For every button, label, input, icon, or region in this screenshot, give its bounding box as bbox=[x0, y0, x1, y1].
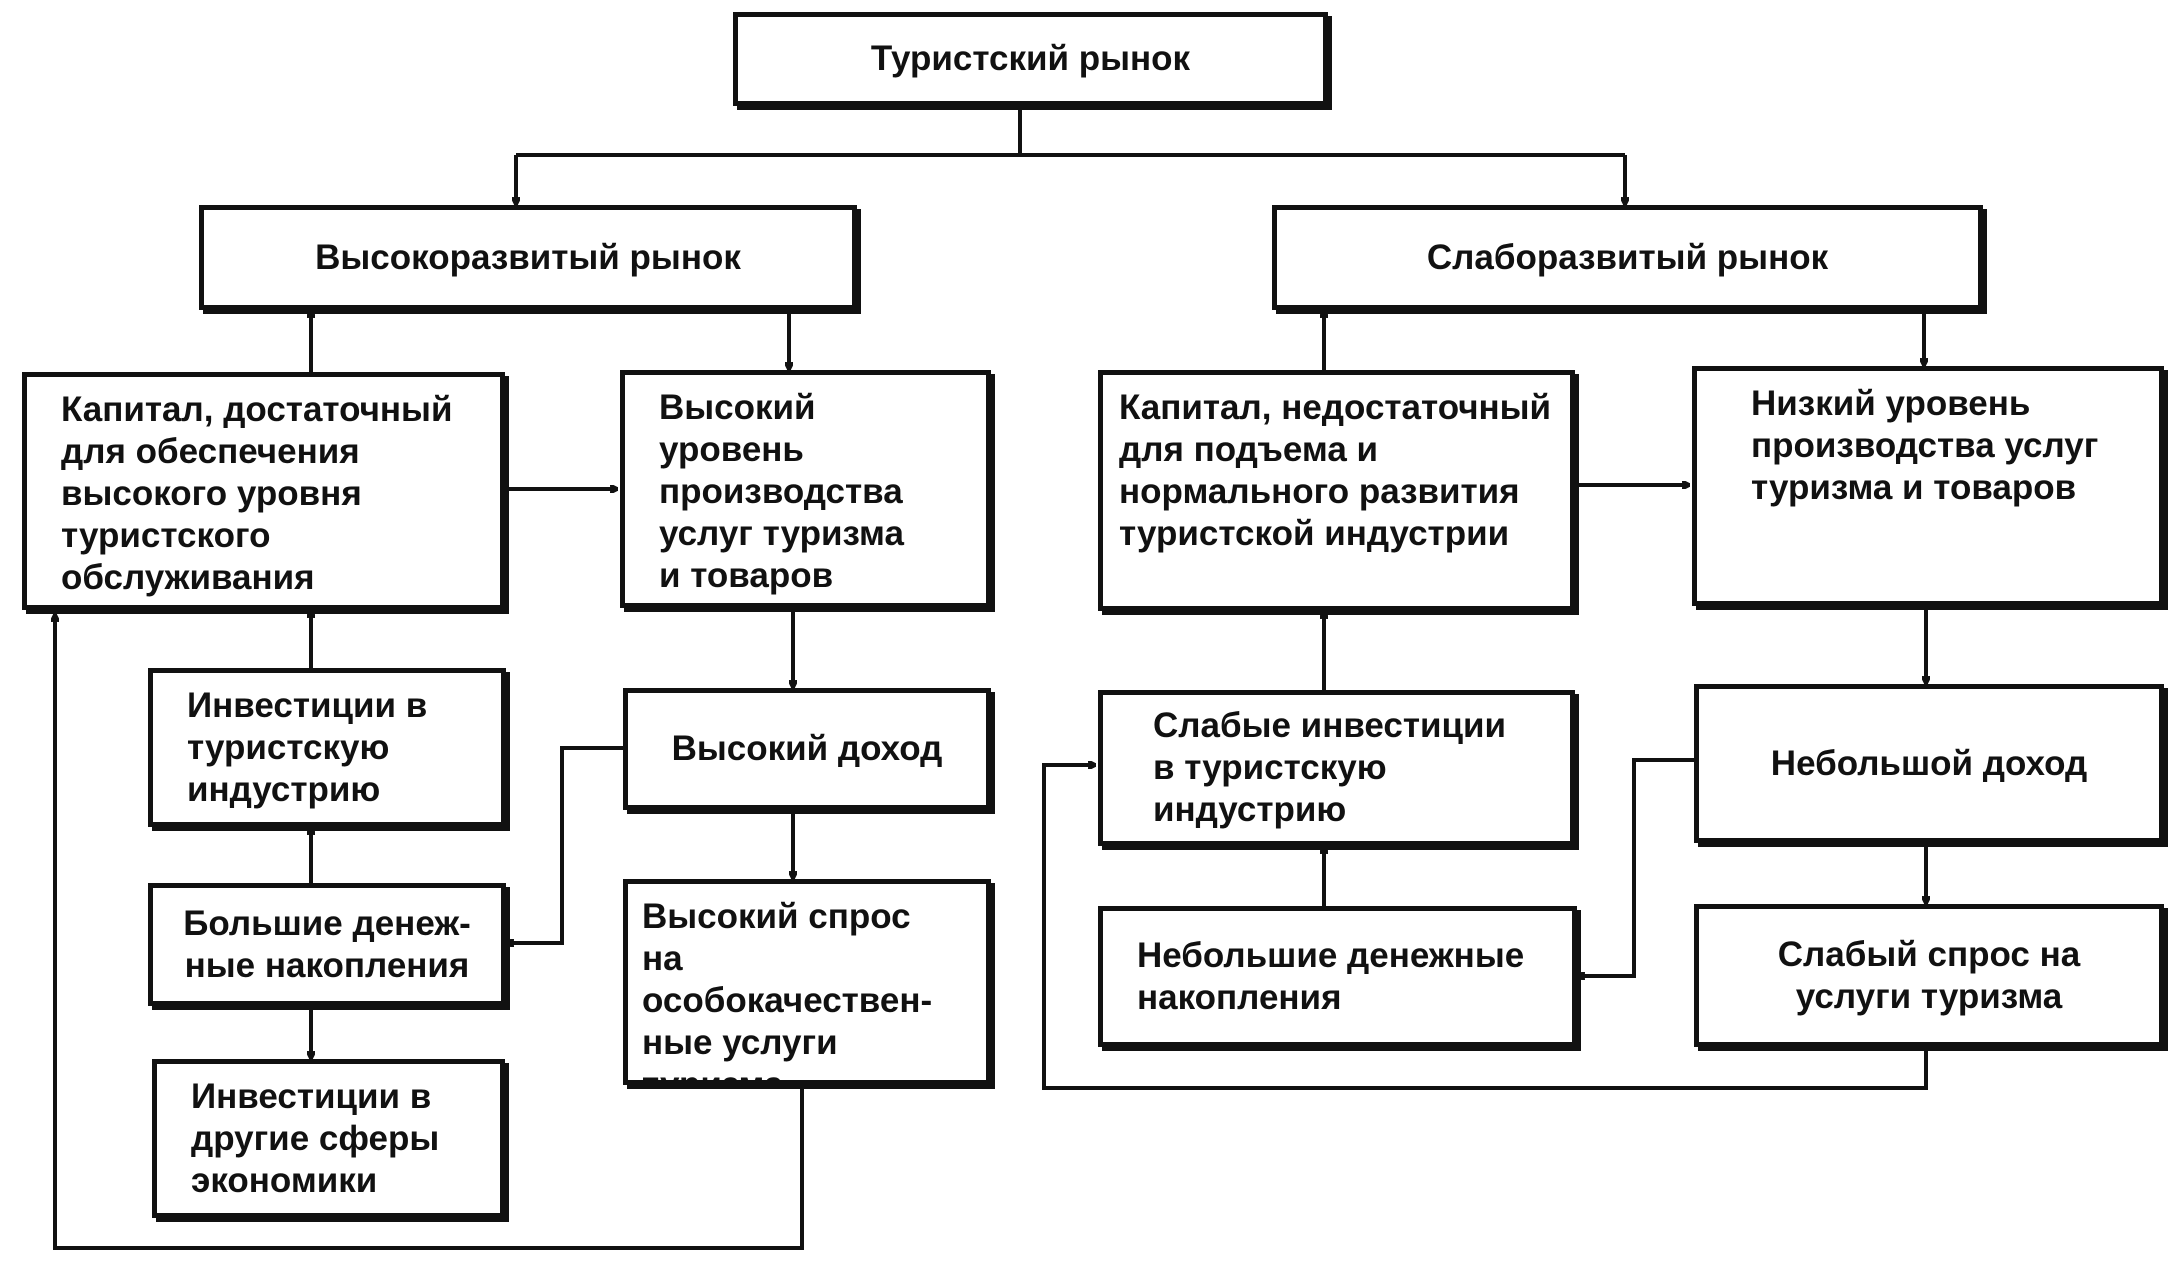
high-production-node: Высокий уровень производства услуг туриз… bbox=[620, 370, 991, 608]
high-income-node: Высокий доход bbox=[623, 688, 991, 810]
arrow-high-demand-loop-to-capital bbox=[55, 614, 804, 1250]
low-capital-node: Капитал, недостаточный для подъема и нор… bbox=[1098, 370, 1575, 611]
connector-root-split bbox=[516, 106, 1625, 157]
high-other-investments-node: Инвестиции в другие сферы экономики bbox=[152, 1059, 505, 1218]
low-market-node: Слаборазвитый рынок bbox=[1272, 205, 1983, 310]
high-savings-node: Большие денеж- ные накопления bbox=[148, 883, 506, 1006]
low-investments-node: Слабые инвестиции в туристскую индустрию bbox=[1098, 690, 1575, 846]
root-node: Туристский рынок bbox=[733, 12, 1328, 106]
low-income-node: Небольшой доход bbox=[1694, 684, 2164, 843]
high-investments-node: Инвестиции в туристскую индустрию bbox=[148, 668, 506, 827]
arrow-low-demand-loop-to-investments bbox=[1042, 765, 1928, 1090]
low-production-node: Низкий уровень производства услуг туризм… bbox=[1692, 366, 2164, 606]
low-savings-node: Небольшие денежные накопления bbox=[1098, 906, 1577, 1047]
high-capital-node: Капитал, достаточный для обеспечения выс… bbox=[22, 372, 505, 610]
low-demand-node: Слабый спрос на услуги туризма bbox=[1694, 904, 2164, 1047]
high-market-node: Высокоразвитый рынок bbox=[199, 205, 857, 310]
arrow-high-income-to-savings bbox=[506, 746, 623, 943]
arrow-low-income-to-savings bbox=[1577, 758, 1694, 976]
high-demand-node: Высокий спрос на особокачествен- ные усл… bbox=[623, 879, 991, 1085]
